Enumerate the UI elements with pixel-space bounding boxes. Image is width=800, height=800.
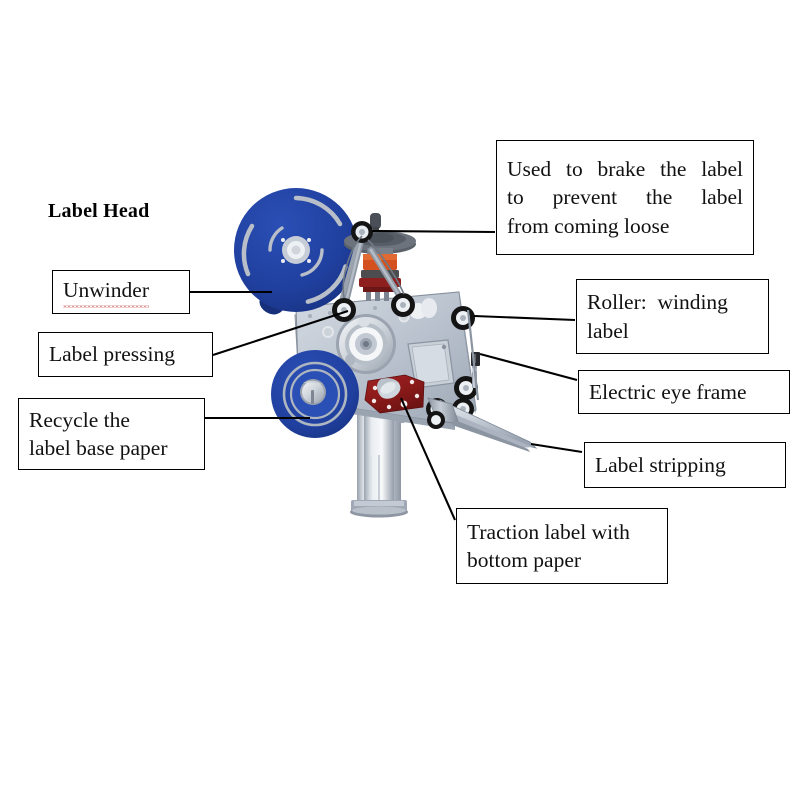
- leader-label-stripping: [530, 442, 583, 454]
- callout-traction-line-2: bottom paper: [467, 548, 582, 572]
- stripping-plate: [427, 397, 538, 452]
- callout-recycle-line-2: label base paper: [29, 436, 168, 460]
- leader-traction: [400, 397, 456, 521]
- callout-recycle-base-paper[interactable]: Recycle the label base paper: [18, 398, 205, 470]
- callout-traction-label[interactable]: Traction label with bottom paper: [456, 508, 668, 584]
- leader-brake: [371, 229, 496, 234]
- callout-unwinder-label: Unwinder: [63, 276, 149, 307]
- label-web: [342, 235, 405, 299]
- callout-roller-winding-label[interactable]: Roller: winding label: [576, 279, 769, 354]
- callout-label-stripping-label: Label stripping: [595, 452, 726, 477]
- callout-label-pressing[interactable]: Label pressing: [38, 332, 213, 377]
- leader-lines: [190, 229, 583, 521]
- unwinder-reel: [234, 188, 358, 315]
- drive-hub: [336, 314, 396, 374]
- leader-electric-eye: [479, 352, 578, 382]
- callout-brake-line-2: to prevent the label: [507, 185, 743, 210]
- callout-electric-eye-frame[interactable]: Electric eye frame: [578, 370, 790, 414]
- callout-unwinder[interactable]: Unwinder: [52, 270, 190, 314]
- callout-label-pressing-label: Label pressing: [49, 342, 175, 367]
- leader-roller: [473, 314, 576, 322]
- callout-brake-line-1: Used to brake the label: [507, 156, 743, 181]
- page-title: Label Head: [48, 200, 150, 222]
- leader-label-pressing: [212, 310, 349, 356]
- callout-roller-line-1: Roller: winding: [587, 290, 728, 315]
- callout-roller-line-2: label: [587, 318, 629, 343]
- callout-brake[interactable]: Used to brake the label to prevent the l…: [496, 140, 754, 255]
- callout-recycle-line-1: Recycle the: [29, 407, 130, 432]
- callout-label-stripping[interactable]: Label stripping: [584, 442, 786, 488]
- support-column: [350, 407, 408, 518]
- callout-brake-line-3: from coming loose: [507, 213, 670, 238]
- electric-eye-bracket: [466, 309, 480, 401]
- callout-electric-eye-label: Electric eye frame: [589, 379, 747, 404]
- rewind-reel: [271, 350, 359, 438]
- traction-bracket: [364, 374, 425, 414]
- callout-traction-line-1: Traction label with: [467, 519, 630, 544]
